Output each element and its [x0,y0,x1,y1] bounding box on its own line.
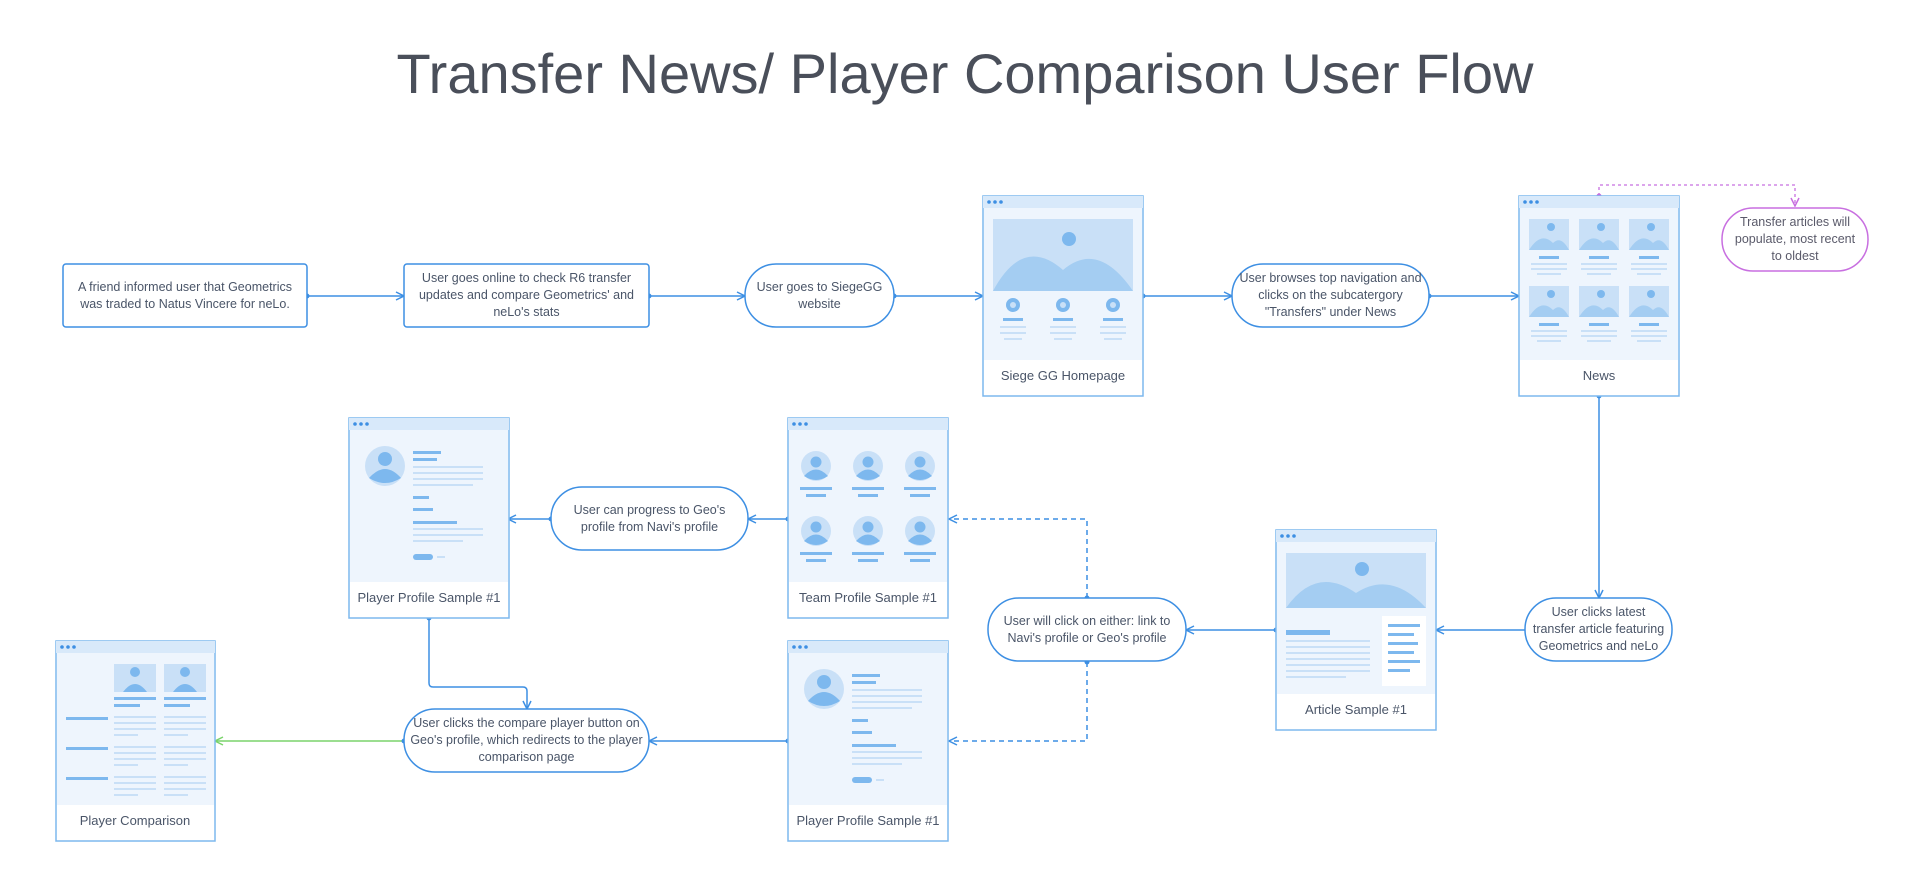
connector-profile-to-compare [428,618,527,709]
step-goes-online: User goes online to check R6 transfer up… [403,263,650,328]
screen-article-caption: Article Sample #1 [1305,702,1407,717]
step-friend-informed: A friend informed user that Geometrics w… [62,263,308,328]
step-goes-siegegg-text: User goes to SiegeGG website [756,279,883,311]
diagram-title: Transfer News/ Player Comparison User Fl… [397,42,1534,105]
step-clicks-latest-transfer: User clicks latest transfer article feat… [1524,597,1673,662]
note-transfer-articles: Transfer articles will populate, most re… [1721,207,1869,272]
step-goes-online-text: User goes online to check R6 transfer up… [418,271,634,319]
step-clicks-compare: User clicks the compare player button on… [403,708,650,773]
step-browses-nav-text: User browses top navigation and clicks o… [1239,271,1422,319]
screen-team-profile-caption: Team Profile Sample #1 [799,590,937,605]
step-progress-geo: User can progress to Geo's profile from … [550,486,749,551]
step-click-either: User will click on either: link to Navi'… [987,597,1187,662]
screen-team-profile: Team Profile Sample #1 [787,417,949,619]
screen-siegegg-homepage: Siege GG Homepage [982,195,1144,397]
screen-article-sample: Article Sample #1 [1275,529,1437,731]
step-clicks-compare-text: User clicks the compare player button on… [410,716,643,764]
screen-homepage-caption: Siege GG Homepage [1001,368,1125,383]
step-goes-siegegg: User goes to SiegeGG website [744,263,895,328]
screen-player-profile-top: Player Profile Sample #1 [348,417,510,619]
screen-player-profile-top-caption: Player Profile Sample #1 [357,590,500,605]
screen-player-profile-bottom: Player Profile Sample #1 [787,640,949,842]
note-transfer-articles-text: Transfer articles will populate, most re… [1734,215,1856,263]
step-browses-nav: User browses top navigation and clicks o… [1231,263,1430,328]
screen-player-comparison: Player Comparison [55,640,216,842]
news-thumbnails [1529,219,1669,342]
screen-news-caption: News [1583,368,1616,383]
connector-either-to-team [949,519,1088,598]
team-member-avatars [800,451,936,562]
step-clicks-latest-transfer-text: User clicks latest transfer article feat… [1532,605,1665,653]
connector-news-to-note [1598,184,1795,206]
connector-either-to-player [949,662,1088,741]
screen-player-profile-bottom-caption: Player Profile Sample #1 [796,813,939,828]
step-progress-geo-text: User can progress to Geo's profile from … [573,502,726,534]
step-friend-informed-text: A friend informed user that Geometrics w… [78,279,292,311]
step-click-either-text: User will click on either: link to Navi'… [1003,613,1171,645]
screen-news: News [1518,195,1680,397]
screen-player-comparison-caption: Player Comparison [80,813,191,828]
connectors [307,296,1599,741]
